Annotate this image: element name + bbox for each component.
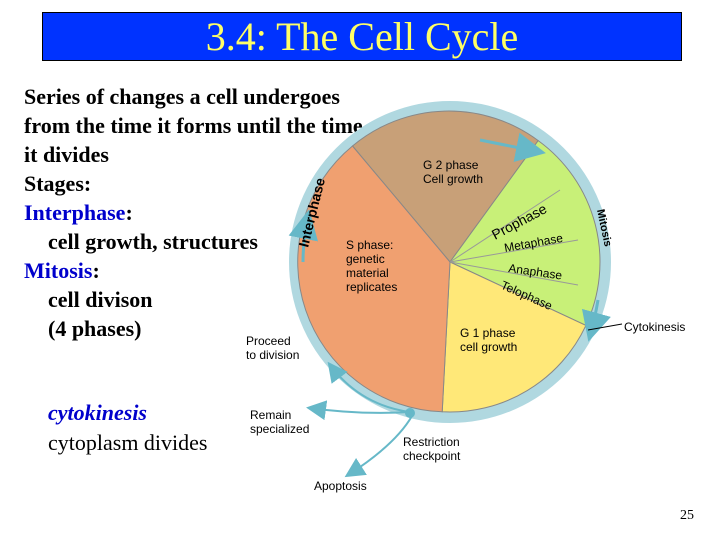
ring-arrow-right [581, 299, 611, 342]
mitosis-term: Mitosis [24, 258, 93, 283]
cytokinesis-definition: cytokinesis cytoplasm divides [48, 398, 207, 458]
g2-phase-name: G 2 phase [423, 158, 479, 172]
slide-title: 3.4: The Cell Cycle [205, 14, 519, 59]
definition-line-2: from the time it forms until the time [24, 113, 363, 138]
s-phase-wedge [297, 145, 451, 413]
cytokinesis-term: cytokinesis [48, 400, 147, 425]
proceed-label: Proceed to division [246, 334, 299, 362]
g2-phase-wedge [351, 110, 539, 263]
title-bar: 3.4: The Cell Cycle [42, 12, 682, 61]
definition-line-3: it divides [24, 142, 109, 167]
mitosis-heading: Mitosis: [24, 256, 363, 285]
remain-label: Remain specialized [250, 408, 309, 436]
s-phase-label: S phase: genetic material replicates [346, 238, 397, 294]
g1-phase-name: G 1 phase [460, 326, 516, 340]
remain-line-1: Remain [250, 408, 292, 422]
g2-phase-desc: Cell growth [423, 172, 484, 186]
s-phase-desc-2: material [346, 266, 389, 280]
prophase-divider [449, 189, 561, 263]
ring-arrow-top [479, 132, 546, 163]
cytokinesis-label: Cytokinesis [624, 320, 686, 334]
restriction-checkpoint-label: Restriction checkpoint [403, 435, 460, 463]
apoptosis-label: Apoptosis [314, 479, 367, 493]
cytokinesis-description: cytoplasm divides [48, 430, 208, 455]
anaphase-divider [449, 261, 579, 286]
metaphase-divider [449, 239, 579, 263]
remain-arrow [306, 400, 411, 421]
interphase-colon: : [125, 200, 133, 225]
stages-heading: Stages: [24, 171, 92, 196]
g1-phase-wedge [441, 261, 587, 413]
page-number: 25 [680, 508, 694, 523]
proceed-arrow [327, 361, 411, 413]
restriction-line-2: checkpoint [403, 449, 461, 463]
definition-line-1: Series of changes a cell undergoes [24, 84, 340, 109]
ring-arrow-left [288, 209, 319, 263]
remain-line-2: specialized [250, 422, 310, 436]
cytokinesis-pointer [587, 323, 623, 331]
g1-phase-label: G 1 phase cell growth [460, 326, 517, 354]
proceed-line-2: to division [246, 348, 300, 362]
mitosis-description-1: cell divison [48, 287, 153, 312]
mitosis-colon: : [92, 258, 100, 283]
interphase-term: Interphase [24, 200, 126, 225]
restriction-checkpoint-marker [405, 408, 415, 418]
apoptosis-arrow [344, 415, 413, 478]
outer-cycle-ring [289, 101, 611, 423]
proceed-line-1: Proceed [246, 334, 291, 348]
mitosis-description-2: (4 phases) [48, 316, 142, 341]
g1-phase-desc: cell growth [460, 340, 518, 354]
interphase-heading: Interphase: [24, 198, 363, 227]
s-phase-desc-1: genetic [346, 252, 385, 266]
restriction-line-1: Restriction [403, 435, 460, 449]
g2-phase-label: G 2 phase Cell growth [423, 158, 483, 186]
definition-text: Series of changes a cell undergoes from … [24, 82, 363, 343]
s-phase-name: S phase: [346, 238, 394, 252]
s-phase-desc-3: replicates [346, 280, 398, 294]
interphase-description: cell growth, structures [48, 229, 258, 254]
